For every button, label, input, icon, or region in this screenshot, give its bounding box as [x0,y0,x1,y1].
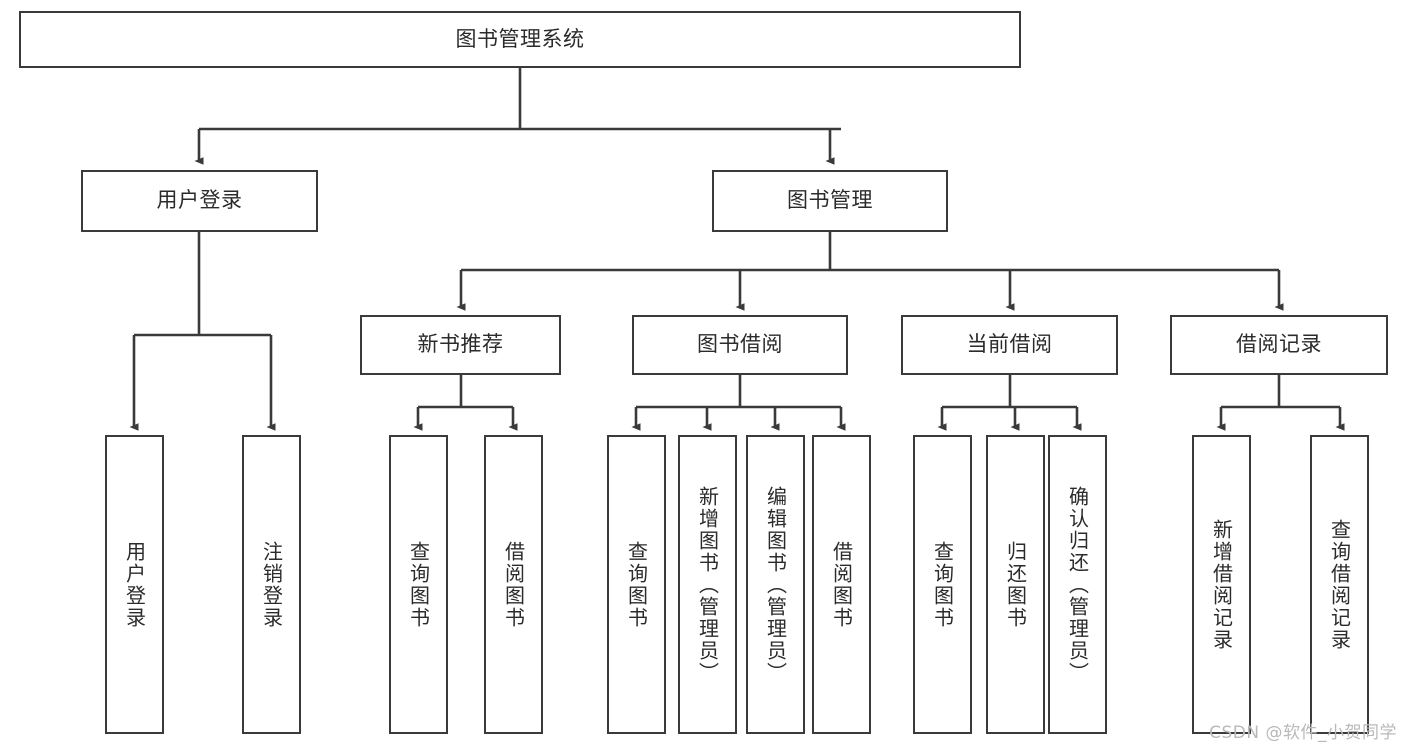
node-book-manage[interactable]: 图书管理 [712,170,948,232]
node-leaf-logout-login[interactable]: 注销登录 [242,435,301,734]
node-leaf-add-record-label: 新增借阅记录 [1209,518,1234,651]
node-leaf-return-book[interactable]: 归还图书 [986,435,1045,734]
node-user-login-label: 用户登录 [156,188,243,213]
node-leaf-query-record[interactable]: 查询借阅记录 [1310,435,1369,734]
node-leaf-query-book-2-label: 查询图书 [624,540,649,629]
node-book-manage-label: 图书管理 [787,188,873,213]
csdn-watermark: CSDN @软件_小贺同学 [1209,723,1397,743]
node-leaf-confirm-return-label: 确认归还（管理员） [1065,485,1090,684]
node-new-book-recommend[interactable]: 新书推荐 [360,315,561,375]
node-leaf-query-book-1-label: 查询图书 [406,540,431,629]
node-book-borrow[interactable]: 图书借阅 [632,315,848,375]
node-leaf-borrow-book-2-label: 借阅图书 [829,540,854,629]
node-leaf-query-book-1[interactable]: 查询图书 [389,435,448,734]
node-leaf-edit-book-label: 编辑图书（管理员） [763,485,788,684]
node-leaf-edit-book[interactable]: 编辑图书（管理员） [746,435,805,734]
node-leaf-query-book-3-label: 查询图书 [930,540,955,629]
node-borrow-record-label: 借阅记录 [1236,332,1322,357]
node-leaf-user-login-label: 用户登录 [122,540,147,629]
node-user-login[interactable]: 用户登录 [81,170,318,232]
node-current-borrow[interactable]: 当前借阅 [901,315,1118,375]
node-leaf-add-book[interactable]: 新增图书（管理员） [678,435,737,734]
node-root[interactable]: 图书管理系统 [19,11,1021,68]
node-leaf-borrow-book-1[interactable]: 借阅图书 [484,435,543,734]
node-leaf-query-book-3[interactable]: 查询图书 [913,435,972,734]
node-leaf-query-record-label: 查询借阅记录 [1327,518,1352,651]
node-leaf-return-book-label: 归还图书 [1003,540,1028,629]
node-new-book-recommend-label: 新书推荐 [417,332,504,357]
node-leaf-add-record[interactable]: 新增借阅记录 [1192,435,1251,734]
node-leaf-user-login[interactable]: 用户登录 [105,435,164,734]
node-book-borrow-label: 图书借阅 [697,332,783,357]
node-leaf-confirm-return[interactable]: 确认归还（管理员） [1048,435,1107,734]
node-borrow-record[interactable]: 借阅记录 [1170,315,1388,375]
node-leaf-borrow-book-2[interactable]: 借阅图书 [812,435,871,734]
node-root-label: 图书管理系统 [455,26,585,51]
node-leaf-add-book-label: 新增图书（管理员） [695,485,720,684]
node-leaf-logout-login-label: 注销登录 [259,540,284,629]
node-leaf-query-book-2[interactable]: 查询图书 [607,435,666,734]
node-current-borrow-label: 当前借阅 [966,332,1053,357]
node-leaf-borrow-book-1-label: 借阅图书 [501,540,526,629]
